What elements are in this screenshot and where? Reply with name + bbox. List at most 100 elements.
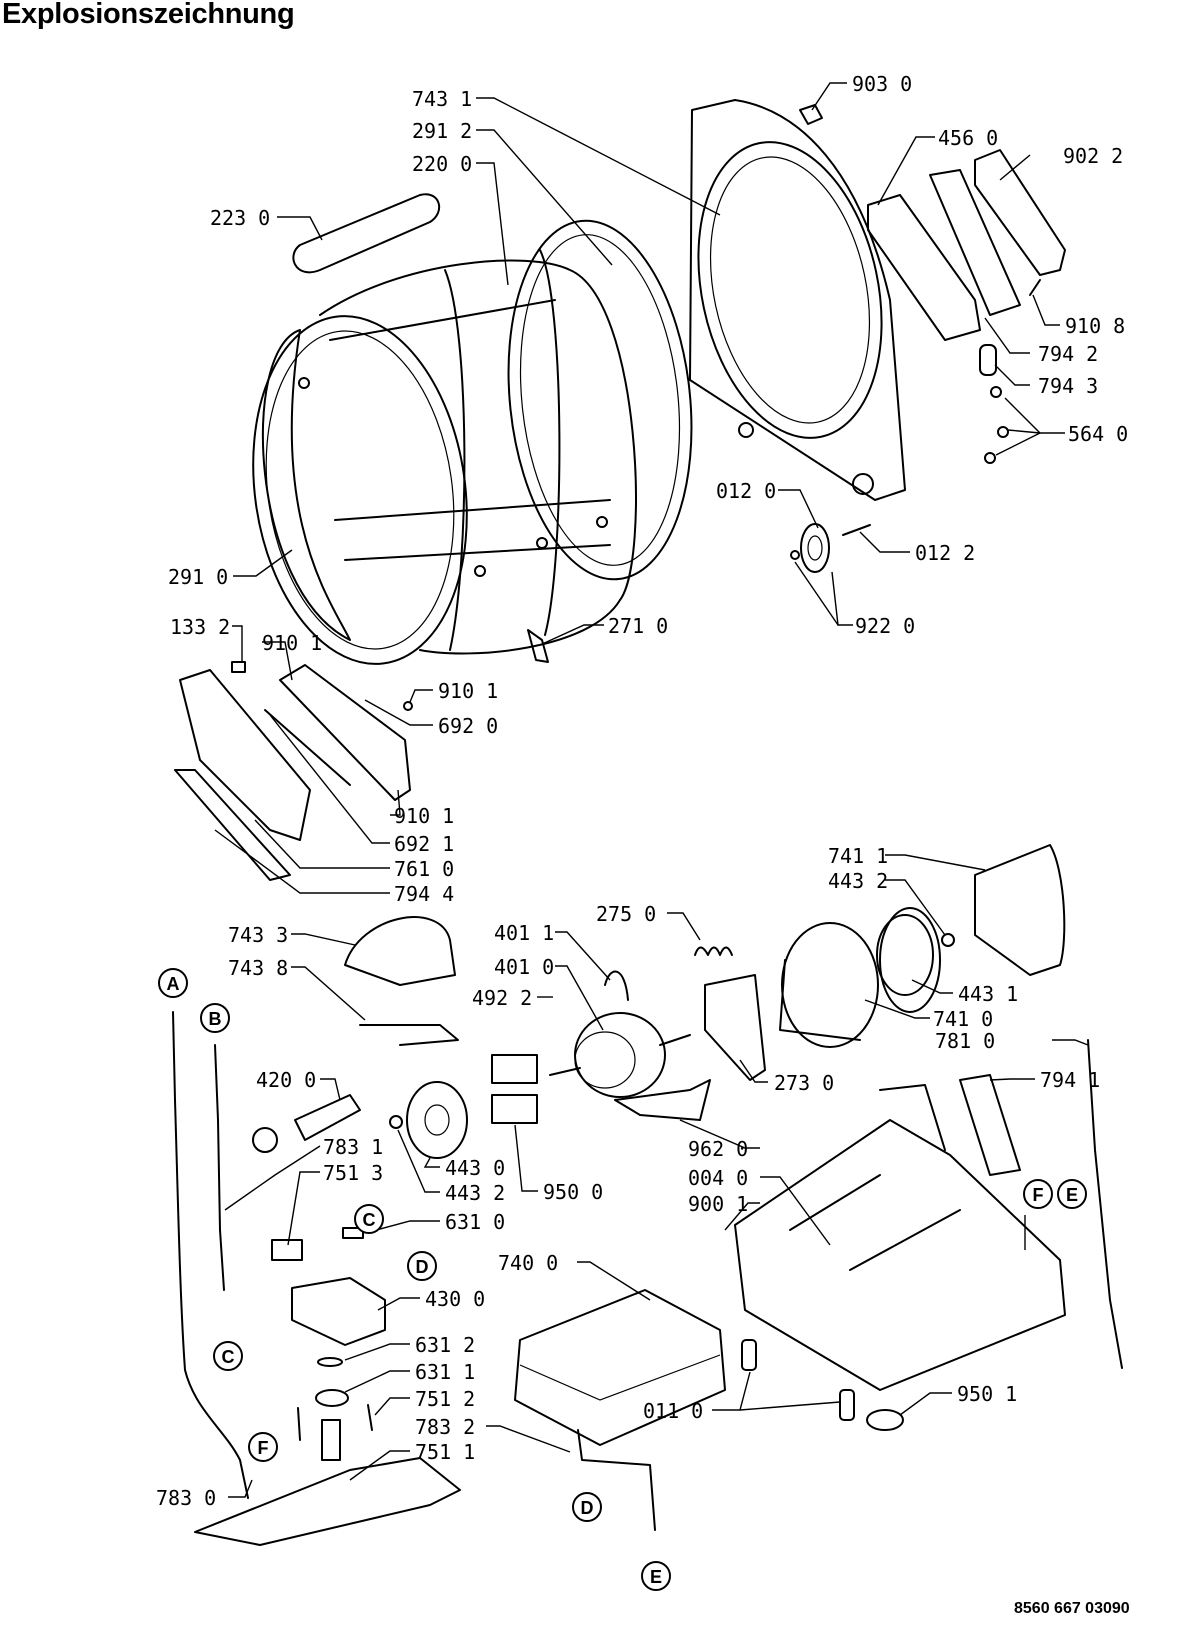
label-743-8: 743 8 xyxy=(228,956,288,980)
label-794-1: 794 1 xyxy=(1040,1068,1100,1092)
pin-drawing xyxy=(842,524,871,536)
connection-markers: A B C C D F D E xyxy=(158,968,1087,1591)
page-title: Explosionszeichnung xyxy=(2,0,295,30)
label-902-2: 902 2 xyxy=(1063,144,1123,168)
svg-text:C: C xyxy=(363,1210,376,1230)
label-950-1: 950 1 xyxy=(957,1382,1017,1406)
motor-housing-741-0-drawing xyxy=(779,907,941,1048)
part-labels: 743 1 291 2 220 0 223 0 291 0 271 0 903 … xyxy=(156,72,1128,1510)
switch-body-drawing xyxy=(321,1419,341,1461)
svg-text:D: D xyxy=(416,1257,429,1277)
paddle-drawing xyxy=(292,193,441,274)
rod-743-8-drawing xyxy=(359,1024,459,1046)
label-401-0: 401 0 xyxy=(494,955,554,979)
screw-910-8-drawing xyxy=(1029,279,1041,296)
label-751-1: 751 1 xyxy=(415,1440,475,1464)
label-794-2: 794 2 xyxy=(1038,342,1098,366)
gasket-794-2-drawing xyxy=(929,169,1021,316)
label-492-2: 492 2 xyxy=(472,986,532,1010)
label-751-3: 751 3 xyxy=(323,1161,383,1185)
rear-panel-drawing xyxy=(689,99,906,501)
nut-443-2b-drawing xyxy=(389,1115,403,1129)
label-783-0: 783 0 xyxy=(156,1486,216,1510)
label-271-0: 271 0 xyxy=(608,614,668,638)
leader-lines xyxy=(214,82,1089,1498)
label-631-2: 631 2 xyxy=(415,1333,475,1357)
spring-275-drawing xyxy=(694,946,733,956)
oring-631-2-drawing xyxy=(317,1357,343,1367)
label-910-1c: 910 1 xyxy=(394,804,454,828)
label-456-0: 456 0 xyxy=(938,126,998,150)
svg-text:D: D xyxy=(581,1498,594,1518)
marker-f-left: F xyxy=(248,1432,278,1462)
label-783-1: 783 1 xyxy=(323,1135,383,1159)
marker-e-right: E xyxy=(1057,1179,1087,1209)
label-692-0: 692 0 xyxy=(438,714,498,738)
label-743-3: 743 3 xyxy=(228,923,288,947)
heater-drawing xyxy=(867,194,981,341)
label-223-0: 223 0 xyxy=(210,206,270,230)
label-910-8: 910 8 xyxy=(1065,314,1125,338)
capacitor-drawing xyxy=(252,1094,361,1153)
hose-b-drawing xyxy=(214,1044,225,1291)
label-794-3: 794 3 xyxy=(1038,374,1098,398)
svg-text:B: B xyxy=(209,1009,222,1029)
fan-housing-741-1-drawing xyxy=(974,844,1066,976)
svg-text:E: E xyxy=(650,1567,662,1587)
label-761-0: 761 0 xyxy=(394,857,454,881)
cover-drawing xyxy=(974,149,1066,276)
label-910-1a: 910 1 xyxy=(262,631,322,655)
clip-drawing xyxy=(799,104,823,125)
label-962-0: 962 0 xyxy=(688,1137,748,1161)
condenser-drawing xyxy=(514,1289,726,1446)
spring-564-drawing xyxy=(984,386,1009,464)
label-783-2: 783 2 xyxy=(415,1415,475,1439)
svg-text:F: F xyxy=(1033,1185,1044,1205)
label-012-2: 012 2 xyxy=(915,541,975,565)
label-631-0: 631 0 xyxy=(445,1210,505,1234)
label-004-0: 004 0 xyxy=(688,1166,748,1190)
bracket-962-drawing xyxy=(614,1079,711,1121)
label-564-0: 564 0 xyxy=(1068,422,1128,446)
label-903-0: 903 0 xyxy=(852,72,912,96)
bracket-133-drawing xyxy=(231,661,246,673)
label-950-0: 950 0 xyxy=(543,1180,603,1204)
label-443-1: 443 1 xyxy=(958,982,1018,1006)
svg-text:F: F xyxy=(258,1438,269,1458)
label-741-1: 741 1 xyxy=(828,844,888,868)
label-900-1: 900 1 xyxy=(688,1192,748,1216)
marker-d-bottom: D xyxy=(572,1492,602,1522)
label-273-0: 273 0 xyxy=(774,1071,834,1095)
label-781-0: 781 0 xyxy=(935,1029,995,1053)
tensioner-drawing xyxy=(704,974,766,1081)
marker-d-mid: D xyxy=(407,1251,437,1281)
nut-443-2-drawing xyxy=(941,933,955,947)
marker-f-right: F xyxy=(1023,1179,1053,1209)
label-922-0: 922 0 xyxy=(855,614,915,638)
label-011-0: 011 0 xyxy=(643,1399,703,1423)
screw-910-1-drawing xyxy=(403,701,413,711)
hose-a-drawing xyxy=(172,1011,249,1499)
drum-drawing xyxy=(252,219,693,665)
switch-751-2-drawing xyxy=(297,1404,373,1441)
base-drawing xyxy=(734,1084,1066,1391)
plug-751-3-drawing xyxy=(271,1239,303,1261)
label-631-1: 631 1 xyxy=(415,1360,475,1384)
svg-text:C: C xyxy=(222,1347,235,1367)
label-740-0: 740 0 xyxy=(498,1251,558,1275)
label-133-2: 133 2 xyxy=(170,615,230,639)
label-220-0: 220 0 xyxy=(412,152,472,176)
pump-drawing xyxy=(291,1277,386,1346)
marker-a-top: A xyxy=(158,968,188,998)
hose-783-2-drawing xyxy=(577,1429,656,1531)
label-012-0: 012 0 xyxy=(716,479,776,503)
float-631-1-drawing xyxy=(315,1389,349,1407)
foot-011-a-drawing xyxy=(741,1339,757,1371)
drum-bracket-drawing xyxy=(527,629,549,663)
label-910-1b: 910 1 xyxy=(438,679,498,703)
label-291-2: 291 2 xyxy=(412,119,472,143)
label-443-0: 443 0 xyxy=(445,1156,505,1180)
gasket-794-3-drawing xyxy=(979,344,997,376)
label-743-1: 743 1 xyxy=(412,87,472,111)
fan-wheel-443-1-drawing xyxy=(876,914,934,996)
